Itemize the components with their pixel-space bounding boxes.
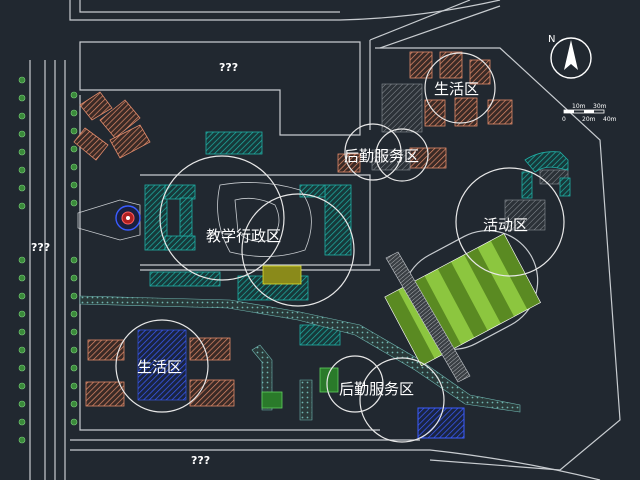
curved-building-east (521, 151, 571, 199)
zone-circle-teaching-a (159, 155, 285, 281)
sports-field (384, 230, 541, 383)
zone-label-living-sw: 生活区 (137, 358, 182, 376)
zone-circle-living-sw (115, 319, 209, 413)
zone-label-activity: 活动区 (483, 216, 528, 234)
zone-circle-activity (455, 167, 565, 277)
zone-label-logistics-upper: 后勤服务区 (344, 147, 419, 165)
main-gate-plaza (77, 199, 141, 241)
scale-tick-30m: 30m (593, 103, 607, 110)
scale-tick-40m: 40m (603, 116, 617, 123)
zone-circle-logistics-lower-b (359, 357, 445, 443)
residential-buildings-sw (85, 337, 235, 407)
zone-circle-living-ne (424, 52, 496, 124)
zone-circle-logistics-upper (344, 123, 402, 181)
zone-circles (115, 52, 565, 443)
teaching-admin-buildings (144, 131, 352, 346)
yellow-building (262, 265, 302, 285)
road-label-left: ??? (31, 241, 50, 254)
flagpole-icon (126, 216, 130, 220)
road-network (29, 0, 621, 480)
zone-circle-teaching-b (241, 193, 355, 307)
zone-label-living-ne: 生活区 (434, 80, 479, 98)
teaching-courtyard (217, 182, 312, 257)
zone-label-teaching-admin: 教学行政区 (206, 227, 281, 245)
green-plots (261, 367, 339, 409)
road-label-top: ??? (219, 61, 238, 74)
scale-bar: 0 10m 20m 30m 40m (562, 103, 617, 123)
north-label: N (548, 34, 555, 45)
zone-label-logistics-lower: 后勤服务区 (339, 380, 414, 398)
scale-tick-20m: 20m (582, 116, 596, 123)
dorm-complex-sw (137, 329, 187, 401)
zone-circle-logistics-upper-small (375, 128, 429, 182)
blue-building-se (417, 407, 465, 439)
zone-circle-logistics-lower-a (326, 355, 384, 413)
tree-row-left (18, 76, 78, 444)
scale-tick-10m: 10m (572, 103, 586, 110)
road-label-bottom: ??? (191, 454, 210, 467)
residential-buildings-nw (73, 91, 151, 161)
north-arrow-icon: N (548, 34, 592, 79)
scale-tick-0: 0 (562, 116, 566, 123)
